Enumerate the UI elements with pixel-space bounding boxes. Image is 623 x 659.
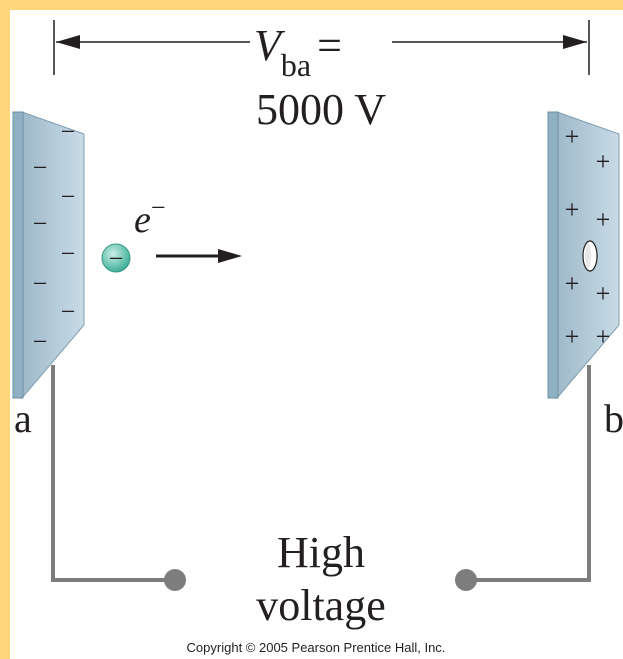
- plate-b-charges: + + + + + + + +: [565, 122, 611, 351]
- dimension-arrowhead-left: [56, 35, 80, 49]
- copyright-notice: Copyright © 2005 Pearson Prentice Hall, …: [187, 640, 446, 655]
- voltage-symbol: V: [254, 21, 286, 70]
- plate-b-label: b: [604, 396, 623, 441]
- negative-charge: −: [61, 182, 76, 211]
- positive-charge: +: [565, 122, 580, 151]
- electron-label: e−: [134, 193, 166, 241]
- wire-right: [470, 365, 591, 582]
- positive-charge: +: [596, 279, 611, 308]
- voltage-equals: =: [317, 21, 342, 70]
- plate-a-label: a: [14, 396, 32, 441]
- plate-a: − − − − − − − −: [12, 111, 85, 400]
- voltage-label: Vba=: [254, 21, 342, 83]
- plate-a-edge: [12, 111, 24, 399]
- positive-charge: +: [596, 322, 611, 351]
- voltage-subscript: ba: [281, 47, 311, 83]
- negative-charge: −: [33, 327, 48, 356]
- plate-b: + + + + + + + +: [547, 111, 620, 400]
- electron-sphere: [101, 243, 131, 273]
- source-label-line2: voltage: [256, 581, 386, 630]
- voltage-dimension: [53, 20, 590, 75]
- negative-charge: −: [33, 153, 48, 182]
- terminal-right: [455, 569, 477, 591]
- negative-charge: −: [61, 117, 76, 146]
- negative-charge: −: [61, 297, 76, 326]
- negative-charge: −: [33, 209, 48, 238]
- dimension-arrowhead-right: [563, 35, 587, 49]
- electron-superscript: −: [151, 193, 166, 222]
- wire-left: [51, 365, 170, 582]
- terminal-left: [164, 569, 186, 591]
- positive-charge: +: [596, 147, 611, 176]
- positive-charge: +: [565, 322, 580, 351]
- electron: −: [101, 243, 131, 273]
- plate-b-hole-inner: [585, 244, 591, 268]
- negative-charge: −: [61, 239, 76, 268]
- electron-symbol: e: [134, 199, 151, 241]
- positive-charge: +: [565, 269, 580, 298]
- circuit-wires: [51, 365, 591, 591]
- positive-charge: +: [565, 195, 580, 224]
- electron-motion-arrow: [156, 249, 242, 263]
- plate-a-charges: − − − − − − − −: [33, 117, 76, 356]
- positive-charge: +: [596, 205, 611, 234]
- electron-charge-sign: −: [109, 244, 124, 273]
- figure-panel: [10, 10, 623, 659]
- negative-charge: −: [33, 269, 48, 298]
- source-label-line1: High: [277, 528, 365, 577]
- voltage-value: 5000 V: [256, 85, 386, 134]
- plate-b-edge: [547, 111, 559, 399]
